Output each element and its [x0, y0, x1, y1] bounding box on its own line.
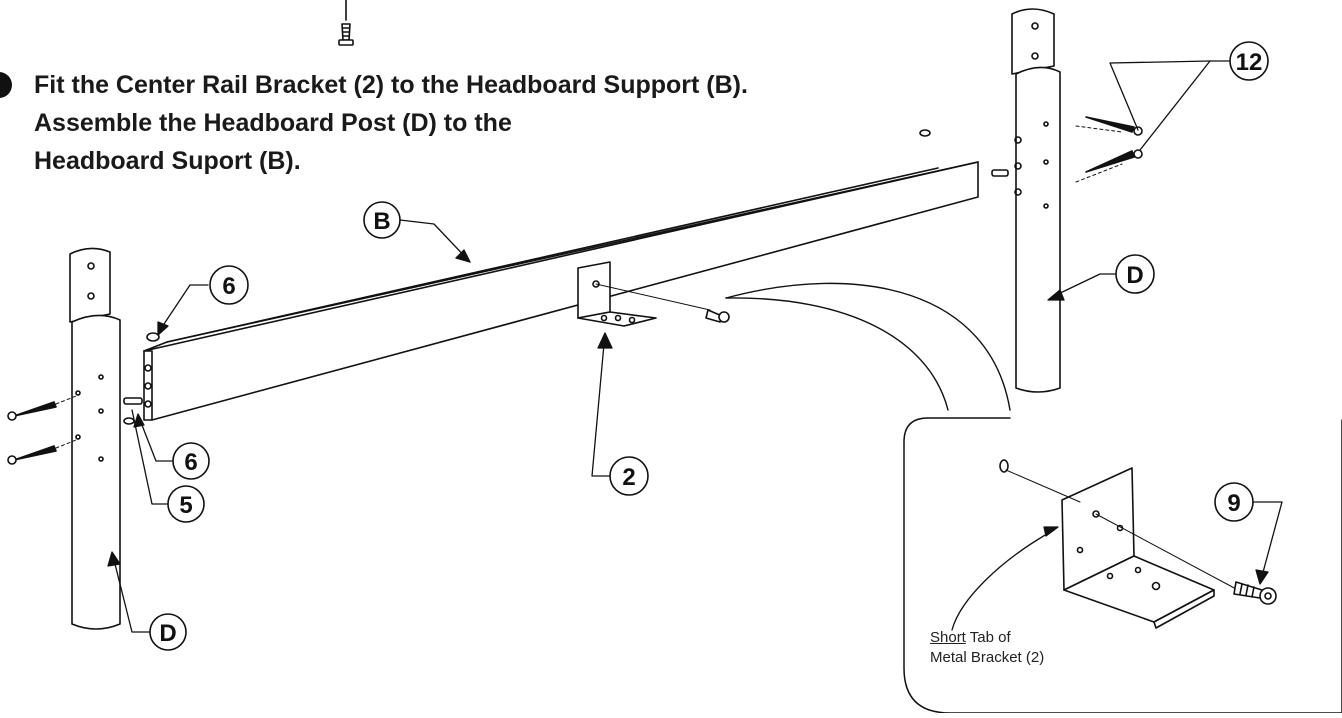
- peg-5: [123, 397, 143, 405]
- callout-6-bottom: 6: [172, 442, 210, 480]
- bolts-left: [7, 395, 77, 465]
- callout-6-top: 6: [209, 265, 249, 305]
- bolts-12: [1075, 116, 1143, 183]
- instruction-line-1: Fit the Center Rail Bracket (2) to the H…: [34, 71, 748, 99]
- callout-b-label: B: [373, 208, 390, 235]
- caption-rest: Tab of: [965, 629, 1011, 646]
- caption-line-2: Metal Bracket (2): [930, 649, 1045, 666]
- detail-bracket: [999, 459, 1277, 629]
- headboard-post-right: [1011, 8, 1061, 393]
- caption-underlined: Short: [930, 629, 966, 646]
- instruction-text: Fit the Center Rail Bracket (2) to the H…: [34, 66, 748, 180]
- callout-12: 12: [1229, 41, 1269, 81]
- callout-5-label: 5: [179, 492, 192, 519]
- callout-d-left-label: D: [159, 620, 176, 647]
- detail-panel: [903, 417, 1342, 714]
- dowel-right: [991, 169, 1009, 177]
- detail-caption: Short Tab of Metal Bracket (2): [930, 628, 1044, 668]
- callout-9-label: 9: [1227, 490, 1240, 517]
- callout-5: 5: [167, 485, 205, 523]
- dowel-top-right: [919, 129, 931, 137]
- step-number-marker: [0, 72, 12, 98]
- detail-pointer: [725, 282, 1011, 411]
- top-screw: [338, 0, 354, 46]
- instruction-line-3: Headboard Suport (B).: [34, 147, 301, 175]
- callout-2-label: 2: [622, 464, 635, 491]
- callout-12-label: 12: [1236, 49, 1263, 76]
- callout-d-right: D: [1115, 254, 1155, 294]
- dowel-6-top: [146, 332, 160, 342]
- center-rail-bracket: [577, 261, 730, 327]
- callout-d-right-label: D: [1126, 262, 1143, 289]
- headboard-post-left: [69, 247, 121, 630]
- callout-6-top-label: 6: [222, 273, 235, 300]
- instruction-line-2: Assemble the Headboard Post (D) to the: [34, 109, 512, 137]
- callout-6-bottom-label: 6: [184, 449, 197, 476]
- callout-b: B: [363, 201, 401, 239]
- callout-9: 9: [1214, 482, 1254, 522]
- callout-d-left: D: [149, 613, 187, 651]
- callout-2: 2: [609, 456, 649, 496]
- headboard-support-rail: [143, 161, 979, 421]
